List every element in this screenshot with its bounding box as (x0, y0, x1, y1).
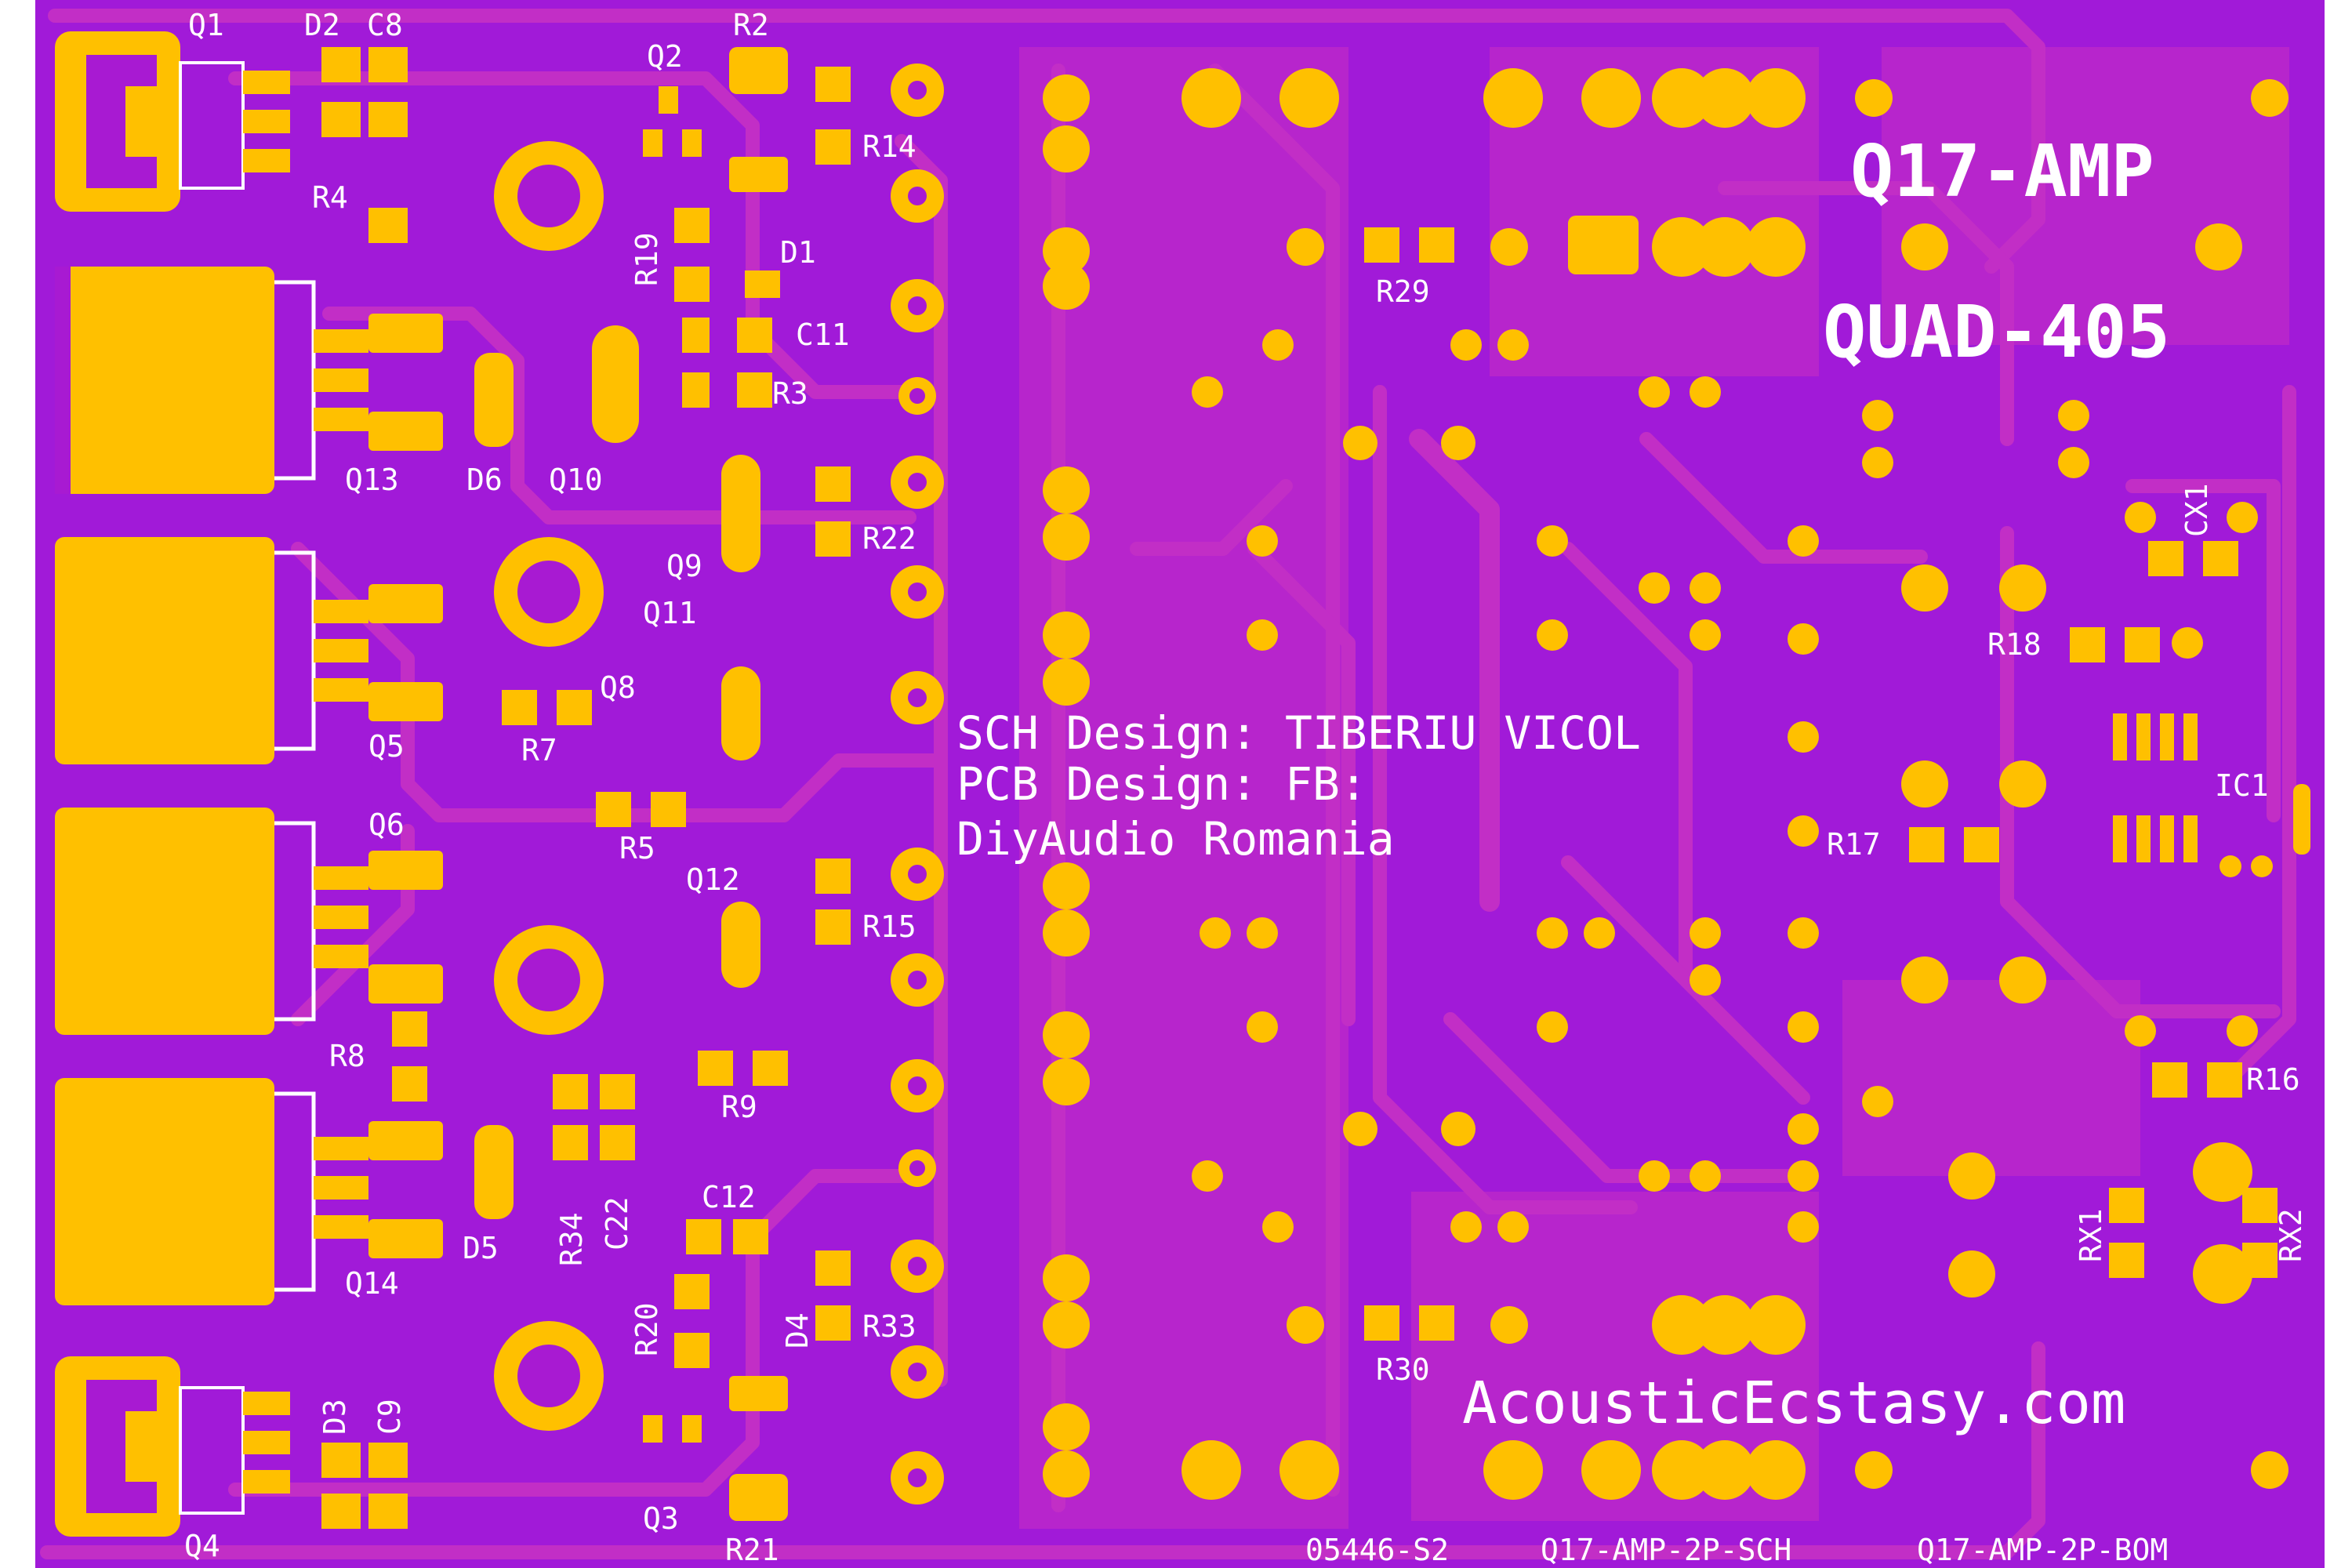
label-r3: R3 (772, 376, 808, 411)
label-q14: Q14 (345, 1266, 399, 1301)
silkscreen-labels: Q1 D2 C8 R4 Q2 R2 R14 R19 D1 C11 R3 Q13 … (184, 8, 2308, 1567)
board-text: Q17-AMP QUAD-405 SCH Design: TIBERIU VIC… (956, 129, 2170, 1567)
label-q5: Q5 (368, 729, 405, 764)
label-c22: C22 (600, 1196, 634, 1250)
label-c8: C8 (367, 8, 403, 42)
label-r22: R22 (862, 521, 916, 556)
power-transistor-q6 (55, 808, 368, 1035)
label-q6: Q6 (368, 808, 405, 842)
label-r9: R9 (721, 1090, 757, 1124)
label-r15: R15 (862, 909, 916, 944)
power-transistor-q14 (55, 1078, 368, 1305)
power-transistor-q13 (55, 267, 368, 494)
credit-line-1: SCH Design: TIBERIU VICOL (956, 706, 1641, 760)
label-r20: R20 (630, 1302, 664, 1356)
mounting-holes (494, 141, 604, 1431)
label-q11: Q11 (643, 596, 697, 630)
title-line-1: Q17-AMP (1850, 129, 2154, 213)
label-r16: R16 (2246, 1062, 2300, 1097)
label-r4: R4 (312, 180, 348, 215)
label-q13: Q13 (345, 463, 399, 497)
label-r18: R18 (1987, 627, 2042, 662)
label-r29: R29 (1376, 274, 1430, 309)
label-r17: R17 (1827, 827, 1881, 862)
label-d1: D1 (780, 235, 816, 270)
label-r2: R2 (733, 8, 769, 42)
label-r33: R33 (862, 1309, 916, 1344)
footer-code-1: 05446-S2 (1305, 1533, 1449, 1567)
label-q12: Q12 (686, 862, 740, 897)
label-r14: R14 (862, 129, 916, 164)
label-c9: C9 (372, 1399, 407, 1435)
component-pads-right (1181, 68, 2310, 1500)
label-d6: D6 (466, 463, 503, 497)
power-transistor-q1 (55, 31, 290, 212)
power-transistor-q4 (55, 1356, 290, 1537)
smd-pads-left (321, 47, 686, 1529)
label-r30: R30 (1376, 1352, 1430, 1387)
power-transistor-q5 (55, 537, 368, 764)
label-q8: Q8 (600, 670, 636, 705)
label-d2: D2 (304, 8, 340, 42)
label-rx1: RX1 (2074, 1208, 2108, 1262)
label-ic1: IC1 (2215, 768, 2269, 803)
copper-pour (1019, 47, 2289, 1529)
label-q1: Q1 (188, 8, 224, 42)
label-q2: Q2 (647, 39, 683, 74)
through-hole-pads (891, 64, 1090, 1504)
label-c12: C12 (702, 1180, 756, 1214)
label-r5: R5 (619, 831, 655, 866)
label-r34: R34 (554, 1212, 589, 1266)
title-line-2: QUAD-405 (1823, 290, 2170, 374)
label-q3: Q3 (643, 1501, 679, 1536)
footer-code-2: Q17-AMP-2P-SCH (1541, 1533, 1791, 1567)
label-r8: R8 (329, 1039, 365, 1073)
label-d3: D3 (318, 1399, 352, 1435)
label-q9: Q9 (666, 549, 702, 583)
label-d5: D5 (463, 1231, 499, 1265)
label-r7: R7 (521, 733, 557, 768)
label-r19: R19 (630, 232, 664, 286)
label-r21: R21 (725, 1533, 779, 1567)
footer-code-3: Q17-AMP-2P-BOM (1917, 1533, 2168, 1567)
label-q4: Q4 (184, 1529, 220, 1563)
label-q10: Q10 (549, 463, 603, 497)
credit-line-2: PCB Design: FB: (956, 757, 1367, 811)
driver-section-pads (592, 47, 851, 1521)
label-cx1: CX1 (2180, 483, 2214, 537)
label-c11: C11 (796, 318, 850, 352)
label-d4: D4 (780, 1312, 815, 1348)
website: AcousticEcstasy.com (1462, 1370, 2125, 1437)
label-rx2: RX2 (2274, 1208, 2308, 1262)
credit-line-3: DiyAudio Romania (956, 812, 1395, 866)
